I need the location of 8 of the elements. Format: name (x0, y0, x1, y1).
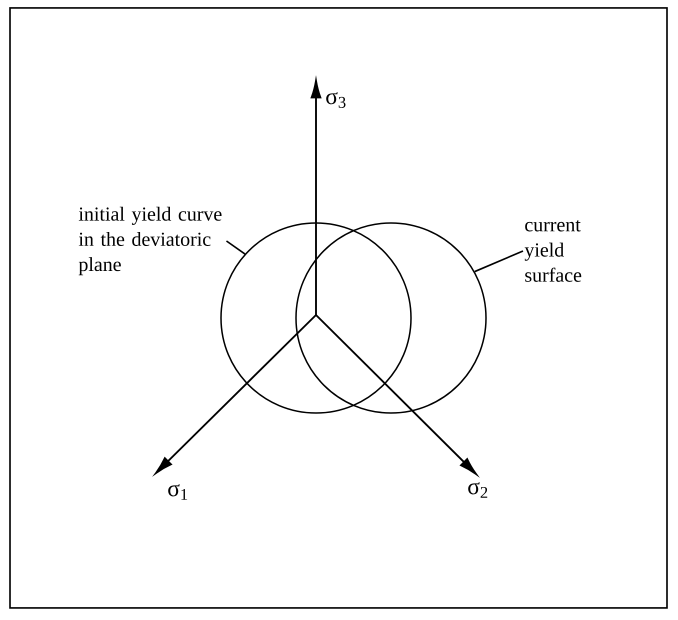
leader-line (474, 250, 524, 272)
axis-label: σ$_{3}$ (326, 92, 346, 108)
leader-line (226, 240, 246, 255)
axis-label: σ$_{1}$ (168, 484, 188, 500)
callout-text: current yield surface (524, 220, 582, 282)
axis-label: σ$_{2}$ (468, 482, 488, 498)
callout-text: initial yield curve in the deviatoric plane (78, 206, 222, 276)
yield-circle (220, 222, 412, 414)
